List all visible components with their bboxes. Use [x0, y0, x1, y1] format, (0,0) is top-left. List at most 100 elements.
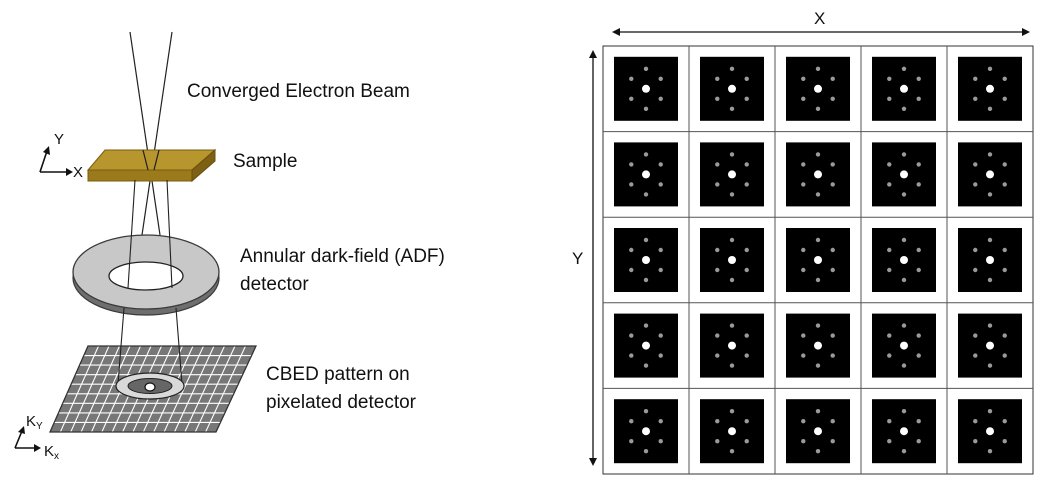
cbed-tile — [700, 313, 764, 378]
diffraction-spot — [887, 419, 892, 424]
grid-x-axis: X — [612, 9, 1030, 36]
diffraction-spot — [830, 333, 835, 338]
cbed-tile — [614, 313, 678, 378]
central-beam-spot — [900, 427, 908, 436]
diffraction-spot — [887, 353, 892, 358]
diffraction-spot — [744, 439, 749, 444]
diffraction-spot — [629, 333, 634, 338]
diffraction-spot — [643, 449, 649, 454]
cbed-tile — [872, 399, 936, 464]
diffraction-spot — [916, 267, 921, 273]
diffraction-spot — [643, 152, 649, 157]
sample-side-face — [87, 169, 193, 182]
cbed-tile — [872, 56, 936, 121]
adf-label-line2: detector — [240, 274, 309, 295]
diffraction-spot — [987, 237, 993, 243]
grid-x-label: X — [814, 9, 825, 28]
diffraction-spot — [973, 76, 978, 82]
cbed-label-line1: CBED pattern on — [266, 364, 410, 385]
diffraction-spot — [830, 267, 835, 273]
diffraction-spot — [815, 66, 821, 72]
diffraction-spot — [830, 162, 835, 167]
diffraction-spot — [815, 277, 821, 283]
cbed-tile — [614, 399, 678, 464]
diffraction-spot — [629, 247, 634, 253]
diffraction-spot — [658, 439, 663, 444]
diffraction-spot — [830, 182, 835, 187]
central-beam-spot — [642, 256, 650, 264]
diffraction-spot — [715, 439, 720, 444]
central-beam-spot — [642, 341, 650, 350]
detector-pixel-line — [70, 346, 110, 432]
diffraction-spot — [643, 192, 649, 197]
diffraction-spot — [729, 277, 735, 283]
diffraction-spot — [987, 277, 993, 283]
diffraction-spot — [729, 363, 735, 368]
diffraction-spot — [629, 182, 634, 187]
diffraction-spot — [887, 439, 892, 444]
diffraction-spot — [729, 106, 735, 112]
diffraction-spot — [715, 76, 720, 82]
cbed-tile — [872, 313, 936, 378]
diffraction-spot — [729, 237, 735, 243]
diffraction-spot — [715, 182, 720, 187]
diffraction-spot — [916, 247, 921, 253]
diffraction-spot — [916, 182, 921, 187]
diffraction-spot — [916, 76, 921, 82]
central-beam-spot — [728, 170, 736, 179]
cbed-tile — [786, 313, 850, 378]
central-beam-spot — [728, 341, 736, 350]
scan-grid-panel: X Y — [572, 9, 1034, 475]
diffraction-spot — [629, 162, 634, 167]
central-beam-spot — [728, 84, 736, 93]
diffraction-spot — [901, 323, 907, 328]
diffraction-spot — [973, 353, 978, 358]
diffraction-spot — [715, 333, 720, 338]
diffraction-spot — [815, 363, 821, 368]
diffraction-spot — [901, 66, 907, 72]
diffraction-spot — [643, 277, 649, 283]
diffraction-spot — [658, 247, 663, 253]
diffraction-spot — [715, 247, 720, 253]
sample-edge-face — [191, 148, 216, 183]
diffraction-spot — [801, 182, 806, 187]
cbed-tile — [614, 56, 678, 121]
diffraction-spot — [916, 96, 921, 102]
diffraction-spot — [815, 449, 821, 454]
detector-pixel-line — [205, 346, 246, 432]
diffraction-spot — [916, 419, 921, 424]
central-beam-spot — [900, 341, 908, 350]
central-beam-spot — [986, 256, 994, 264]
diffraction-spot — [987, 66, 993, 72]
adf-detector — [72, 234, 220, 316]
diffraction-spot — [643, 363, 649, 368]
diffraction-spot — [901, 449, 907, 454]
cbed-tile — [958, 399, 1022, 464]
cbed-tile — [786, 228, 850, 292]
cbed-tile — [872, 228, 936, 292]
diffraction-spot — [830, 96, 835, 102]
diffraction-spot — [1002, 267, 1007, 273]
detector-pixel-line — [194, 346, 236, 432]
diffraction-spot — [801, 439, 806, 444]
diffraction-spot — [887, 182, 892, 187]
diffraction-spot — [1002, 439, 1007, 444]
diffraction-spot — [643, 106, 649, 112]
diffraction-spot — [801, 267, 806, 273]
diffraction-spot — [643, 409, 649, 414]
diffraction-spot — [815, 152, 821, 157]
diffraction-spot — [744, 267, 749, 273]
diffraction-spot — [815, 192, 821, 197]
diffraction-spot — [815, 106, 821, 112]
central-beam-spot — [900, 256, 908, 264]
diffraction-spot — [744, 96, 749, 102]
central-beam-spot — [986, 341, 994, 350]
central-beam-spot — [814, 84, 822, 93]
diffraction-spot — [744, 333, 749, 338]
diffraction-spot — [887, 96, 892, 102]
sample-axis-y-label: Y — [54, 131, 64, 148]
diffraction-spot — [973, 439, 978, 444]
detector-axis-ky-label: KY — [26, 413, 43, 432]
diffraction-spot — [901, 237, 907, 243]
diffraction-spot — [973, 247, 978, 253]
